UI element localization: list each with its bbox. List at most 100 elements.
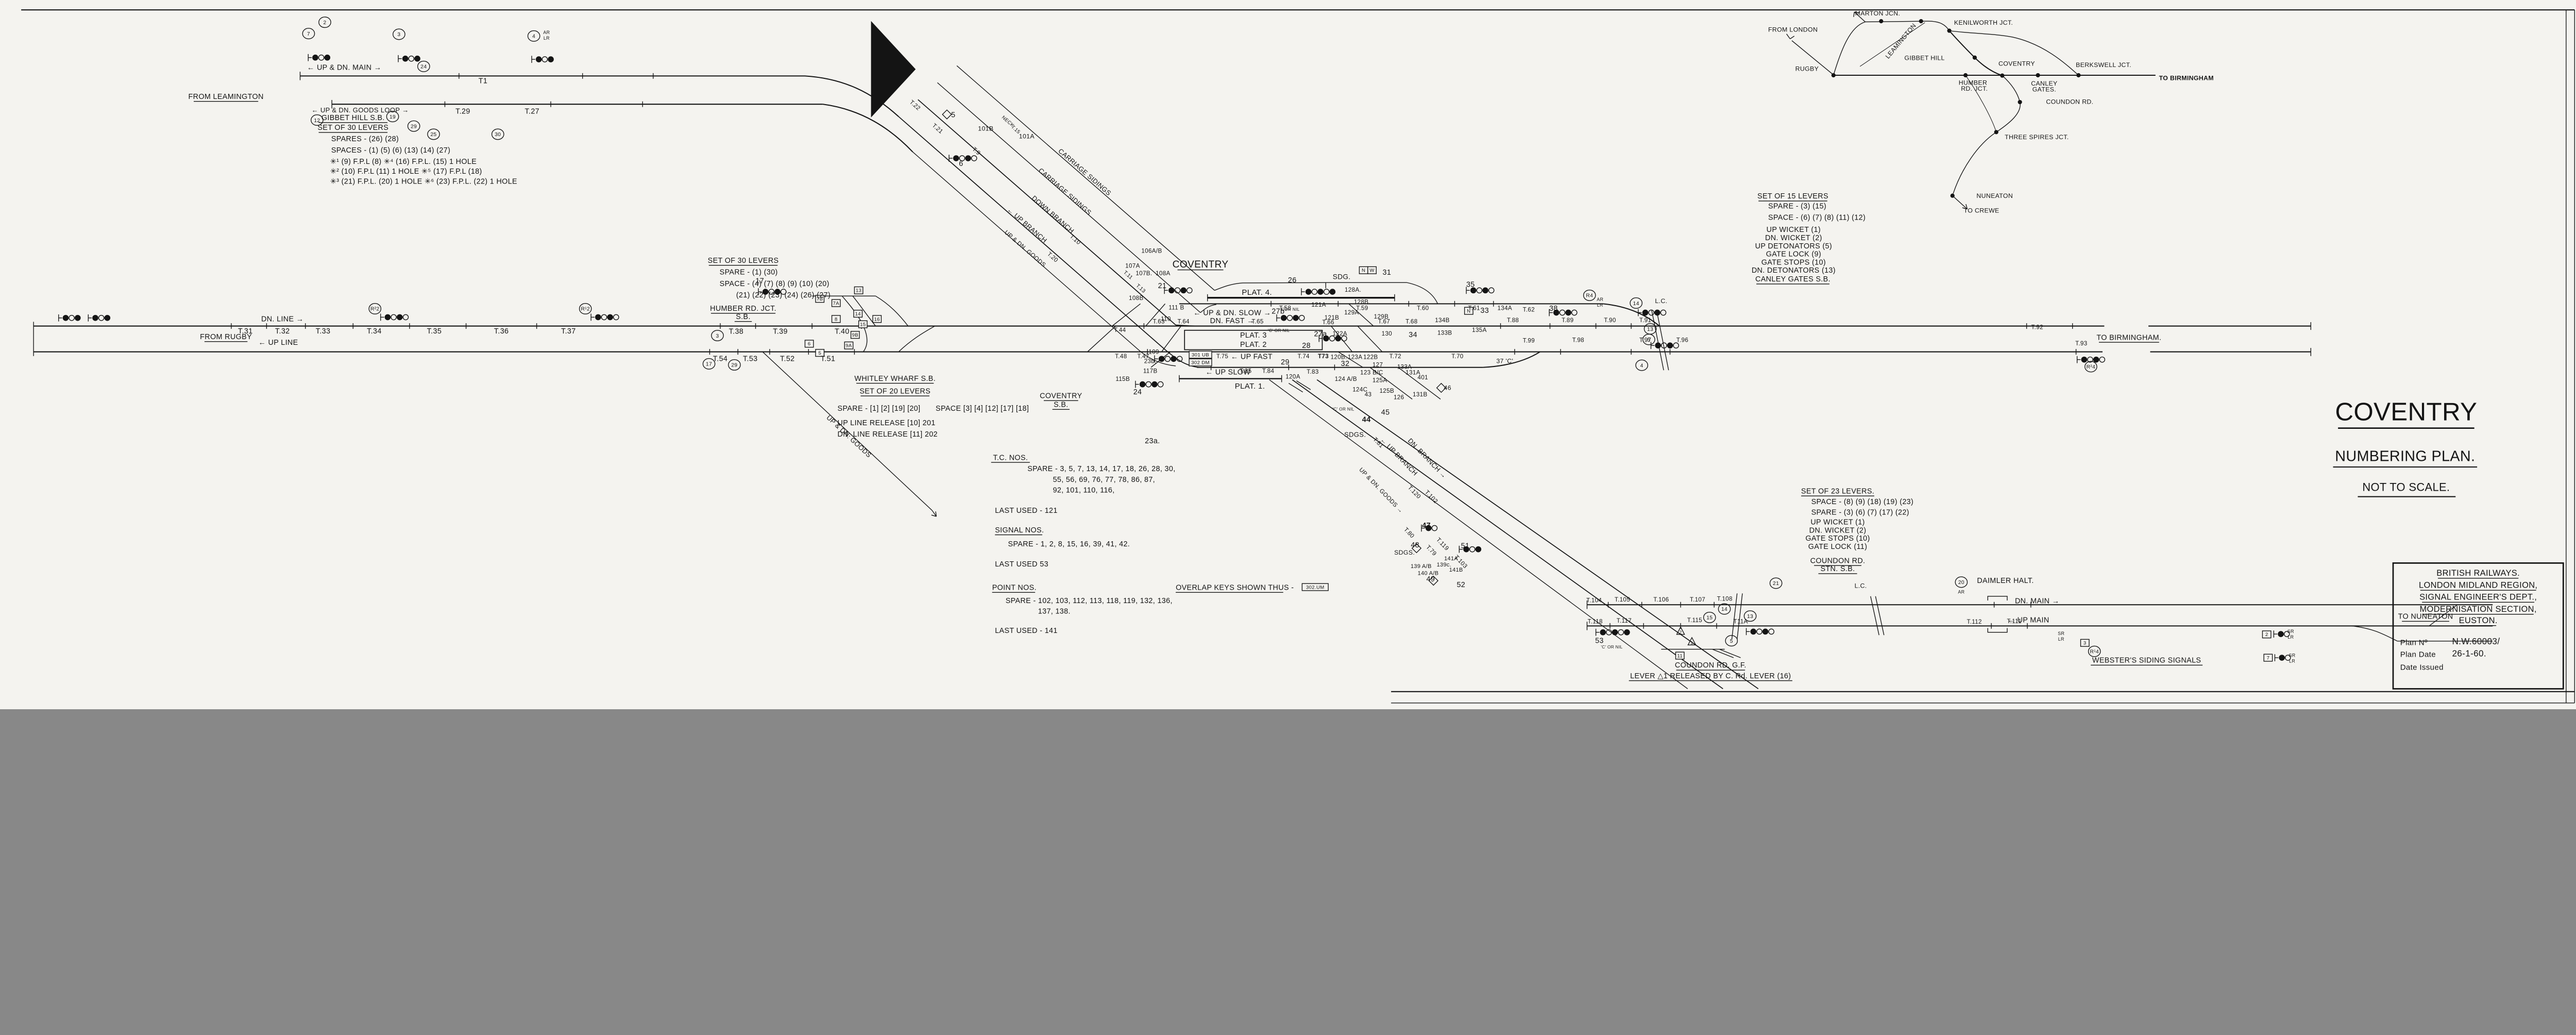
diagram-label: OVERLAP KEYS SHOWN THUS -	[1176, 583, 1294, 592]
diagram-label: DN. FAST →	[1210, 317, 1255, 325]
signal-lamp	[1624, 629, 1630, 636]
lever-number-boxed: W	[1367, 266, 1377, 274]
lever-circle	[1635, 359, 1649, 371]
lever-box	[815, 295, 825, 303]
diagram-label: COUNDON RD. G.F.	[1675, 661, 1747, 670]
lever-number-circled: 21	[1769, 577, 1783, 589]
lever-number-circled: 13	[1643, 323, 1657, 335]
lever-circle	[311, 114, 324, 126]
signal-lamp	[2099, 356, 2106, 363]
signal-lamp	[1151, 381, 1158, 388]
inset-station-node	[2000, 73, 2005, 78]
track-line	[1737, 593, 1743, 640]
inset-map-label: HUMBER	[1959, 79, 1987, 86]
diagram-label: T.32	[275, 327, 290, 336]
diagram-label: T.85	[1240, 368, 1251, 375]
signal-lamp	[548, 56, 554, 62]
lever-circle	[527, 30, 540, 42]
diagram-label: T.59	[1356, 305, 1368, 312]
track-curve	[1483, 351, 1540, 368]
signal-glyph	[948, 155, 977, 162]
diagram-label: 141A	[1444, 556, 1458, 562]
inset-route-line	[1786, 34, 1795, 39]
lever-box	[1675, 652, 1685, 660]
lever-circle	[386, 111, 399, 123]
diagram-label: 117B	[1143, 368, 1158, 375]
diagram-label: T.13	[1134, 283, 1146, 294]
title-block: BRITISH RAILWAYS. LONDON MIDLAND REGION,…	[2392, 562, 2564, 690]
diagram-label: T.74	[1297, 353, 1310, 360]
diagram-label: 108B	[1129, 295, 1144, 302]
diagram-label: T.80	[1402, 526, 1416, 540]
signal-lamp	[1469, 546, 1476, 553]
lever-circle	[2088, 645, 2101, 657]
shunt-signal-diamond	[942, 109, 952, 120]
lever-number-boxed: N	[1359, 266, 1368, 274]
diagram-label: 120A	[1285, 374, 1300, 380]
inset-station-node	[2076, 73, 2081, 78]
lever-circle	[427, 128, 440, 140]
diagram-label: T.104	[1586, 597, 1602, 604]
lever-box	[1464, 307, 1473, 315]
signal-glyph	[1318, 335, 1347, 342]
inset-station-node	[1994, 130, 1998, 135]
diagram-label: SPARES - (26) (28)	[331, 135, 399, 143]
signal-lamp	[607, 314, 614, 321]
diagram-label: 125A	[1372, 377, 1387, 384]
track-line	[1656, 310, 1669, 371]
track-line	[1369, 367, 1413, 399]
diagram-label: T.92	[2031, 324, 2043, 331]
track-curve	[1987, 628, 2008, 633]
signal-glyph	[1154, 355, 1183, 363]
lever-box-text: 6	[808, 341, 811, 347]
track-curve	[1288, 380, 1311, 393]
signal-lamp	[1323, 289, 1330, 295]
diagram-label: 133A	[1397, 363, 1412, 370]
lever-circle	[1743, 610, 1757, 622]
diagram-label: COUNDON RD.	[1810, 557, 1866, 565]
diagram-label: 124C	[1352, 386, 1367, 393]
diagram-label: 43	[1365, 391, 1372, 398]
lever-number-circled: R¹2	[579, 303, 592, 314]
diagram-label: T.64	[1177, 319, 1190, 325]
lever-number-boxed: 7	[2263, 654, 2273, 662]
lever-box	[2262, 630, 2272, 639]
diagram-label: T.97	[1639, 337, 1651, 343]
lever-box-text: 302 DM	[1191, 360, 1210, 366]
diagram-label: 111 B	[1168, 304, 1184, 311]
diagram-label: 'C' OR NIL	[1268, 328, 1290, 333]
diagram-label: COR NIL	[1281, 307, 1300, 312]
inset-station-node	[2036, 73, 2040, 78]
track-line	[1870, 596, 1879, 636]
lever-number-circled: 5	[1725, 635, 1738, 647]
lever-circle-text: 30	[495, 132, 501, 138]
signal-glyph	[1745, 628, 1774, 636]
diagram-label: 123A	[1348, 354, 1363, 360]
lever-circle-text: R²2	[370, 307, 380, 312]
diagram-label: T.33	[316, 327, 331, 336]
diagram-label: LR	[2289, 659, 2295, 664]
diagram-label: 48	[1411, 541, 1419, 549]
signal-glyph	[531, 56, 554, 63]
signal-glyph	[398, 55, 420, 62]
signal-glyph	[1135, 380, 1164, 388]
diagram-label: 55, 56, 69, 76, 77, 78, 86, 87,	[1053, 476, 1155, 484]
diagram-label: CANLEY GATES S.B.	[1755, 275, 1831, 283]
signal-lamp	[1293, 314, 1299, 321]
signal-lamp	[104, 314, 111, 321]
signal-lamp	[1606, 629, 1612, 636]
signal-lamp	[1164, 356, 1171, 362]
diagram-label: T.58	[1279, 305, 1291, 312]
lever-number-circled: 29	[407, 120, 420, 132]
lever-box	[853, 310, 863, 318]
signal-lamp	[74, 314, 81, 321]
diagram-label: SPACE - (4) (7) (8) (9) (10) (20)	[720, 280, 829, 288]
diagram-label: 126	[1394, 394, 1404, 400]
lever-circle-text: 29	[731, 363, 737, 369]
diagram-label: T.27	[524, 108, 539, 116]
track-curve	[871, 21, 916, 118]
diagram-label: T1	[479, 77, 487, 86]
inset-map-label: TO CREWE	[1964, 207, 1999, 214]
lever-circle-text: 25	[430, 132, 436, 138]
lever-circle	[1725, 635, 1738, 647]
